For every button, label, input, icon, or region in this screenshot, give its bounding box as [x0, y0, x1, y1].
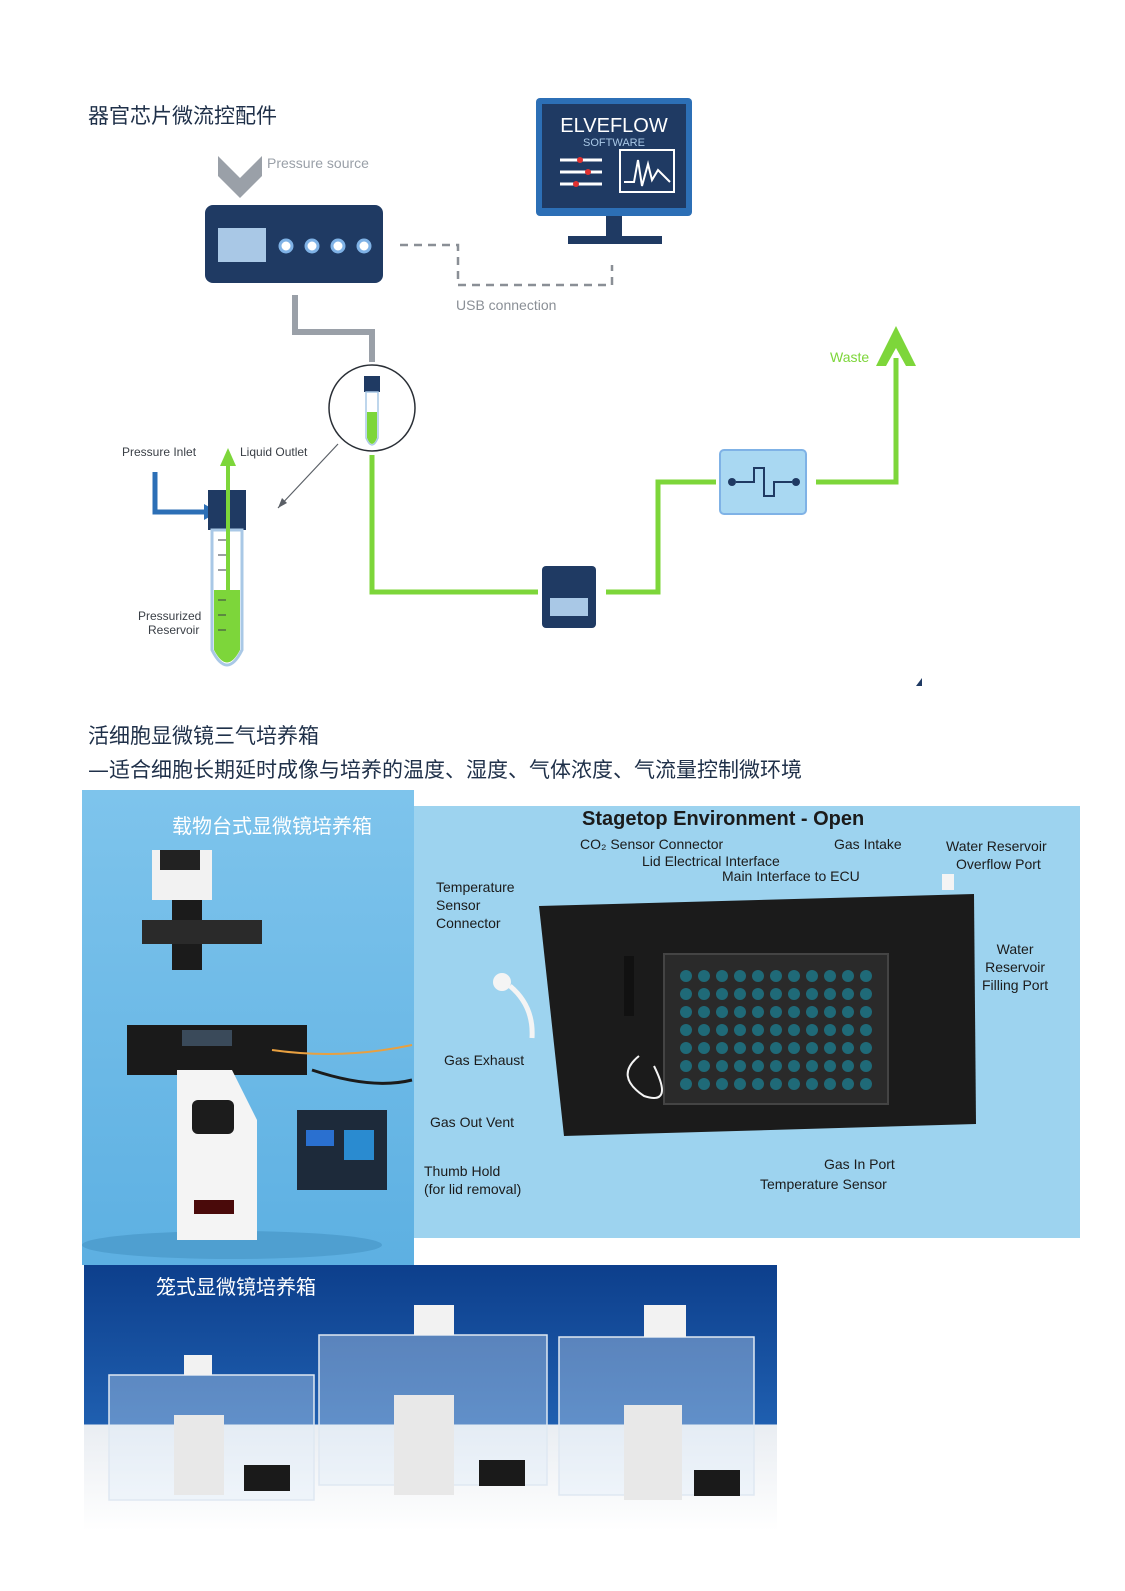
temp-conn-line2: Sensor — [436, 897, 481, 913]
stagetop-chamber-illustration — [493, 874, 976, 1136]
magnifier-circle — [328, 364, 416, 452]
pressure-inlet-label: Pressure Inlet — [122, 445, 197, 459]
microfluidic-diagram: Pressure source USB connection ELVEFLOW … — [122, 98, 922, 686]
section2-subtitle: —适合细胞长期延时成像与培养的温度、湿度、气体浓度、气流量控制微环境 — [88, 758, 802, 782]
cage-incubator-photo: 笼式显微镜培养箱 — [84, 1265, 777, 1531]
waste-arrow-icon — [876, 326, 916, 366]
water-overflow-line1: Water Reservoir — [946, 838, 1047, 854]
software-title: ELVEFLOW — [560, 115, 668, 137]
liquid-outlet-label: Liquid Outlet — [240, 445, 308, 459]
co2-connector-label: CO₂ Sensor Connector — [580, 836, 724, 852]
monitor-icon — [536, 98, 692, 244]
gas-in-port-label: Gas In Port — [824, 1156, 895, 1172]
usb-line — [400, 243, 614, 287]
gas-intake-label: Gas Intake — [834, 836, 902, 852]
section1-title: 器官芯片微流控配件 — [88, 104, 277, 128]
gas-exhaust-label: Gas Exhaust — [444, 1052, 525, 1068]
water-overflow-line2: Overflow Port — [956, 856, 1041, 872]
stagetop-environment-photo: Stagetop Environment - Open CO₂ Sensor C… — [414, 806, 1080, 1238]
reservoir-label: Reservoir — [148, 623, 199, 637]
thumb-hold-label: Thumb Hold (for lid removal) — [424, 1162, 521, 1198]
flow-sensor-icon — [542, 566, 596, 628]
stagetop-title: Stagetop Environment - Open — [582, 808, 865, 830]
lid-interface-label: Lid Electrical Interface — [642, 853, 780, 869]
temp-conn-line1: Temperature — [436, 879, 515, 895]
gas-out-vent-label: Gas Out Vent — [430, 1114, 515, 1130]
cage-incubator-caption: 笼式显微镜培养箱 — [156, 1275, 316, 1299]
usb-label: USB connection — [456, 297, 556, 313]
water-fill-line2: Reservoir — [985, 959, 1046, 975]
temp-conn-line3: Connector — [436, 915, 501, 931]
software-subtitle: SOFTWARE — [583, 137, 645, 149]
thumb-hold-line1: Thumb Hold — [424, 1163, 501, 1179]
pressure-controller-icon — [205, 205, 383, 283]
stagetop-incubator-photo: 载物台式显微镜培养箱 — [82, 790, 414, 1265]
microfluidic-chip-icon — [719, 449, 807, 515]
main-interface-label: Main Interface to ECU — [722, 868, 860, 884]
water-fill-line1: Water — [996, 941, 1034, 957]
pressure-source-arrow-icon — [218, 156, 262, 198]
cage-incubators-illustration — [108, 1305, 755, 1501]
water-filling-label: Water Reservoir Filling Port — [982, 940, 1048, 994]
water-fill-line3: Filling Port — [982, 977, 1049, 993]
waste-label: Waste — [830, 349, 869, 365]
thumb-hold-line2: (for lid removal) — [424, 1181, 522, 1197]
section2-title: 活细胞显微镜三气培养箱 — [88, 724, 319, 748]
temperature-connector-label: Temperature Sensor Connector — [436, 878, 515, 932]
stagetop-incubator-caption: 载物台式显微镜培养箱 — [172, 814, 372, 838]
microscope-illustration — [82, 850, 413, 1259]
temperature-sensor-label: Temperature Sensor — [760, 1176, 887, 1192]
pressure-source-label: Pressure source — [267, 155, 369, 171]
pressurized-label: Pressurized — [138, 609, 201, 623]
